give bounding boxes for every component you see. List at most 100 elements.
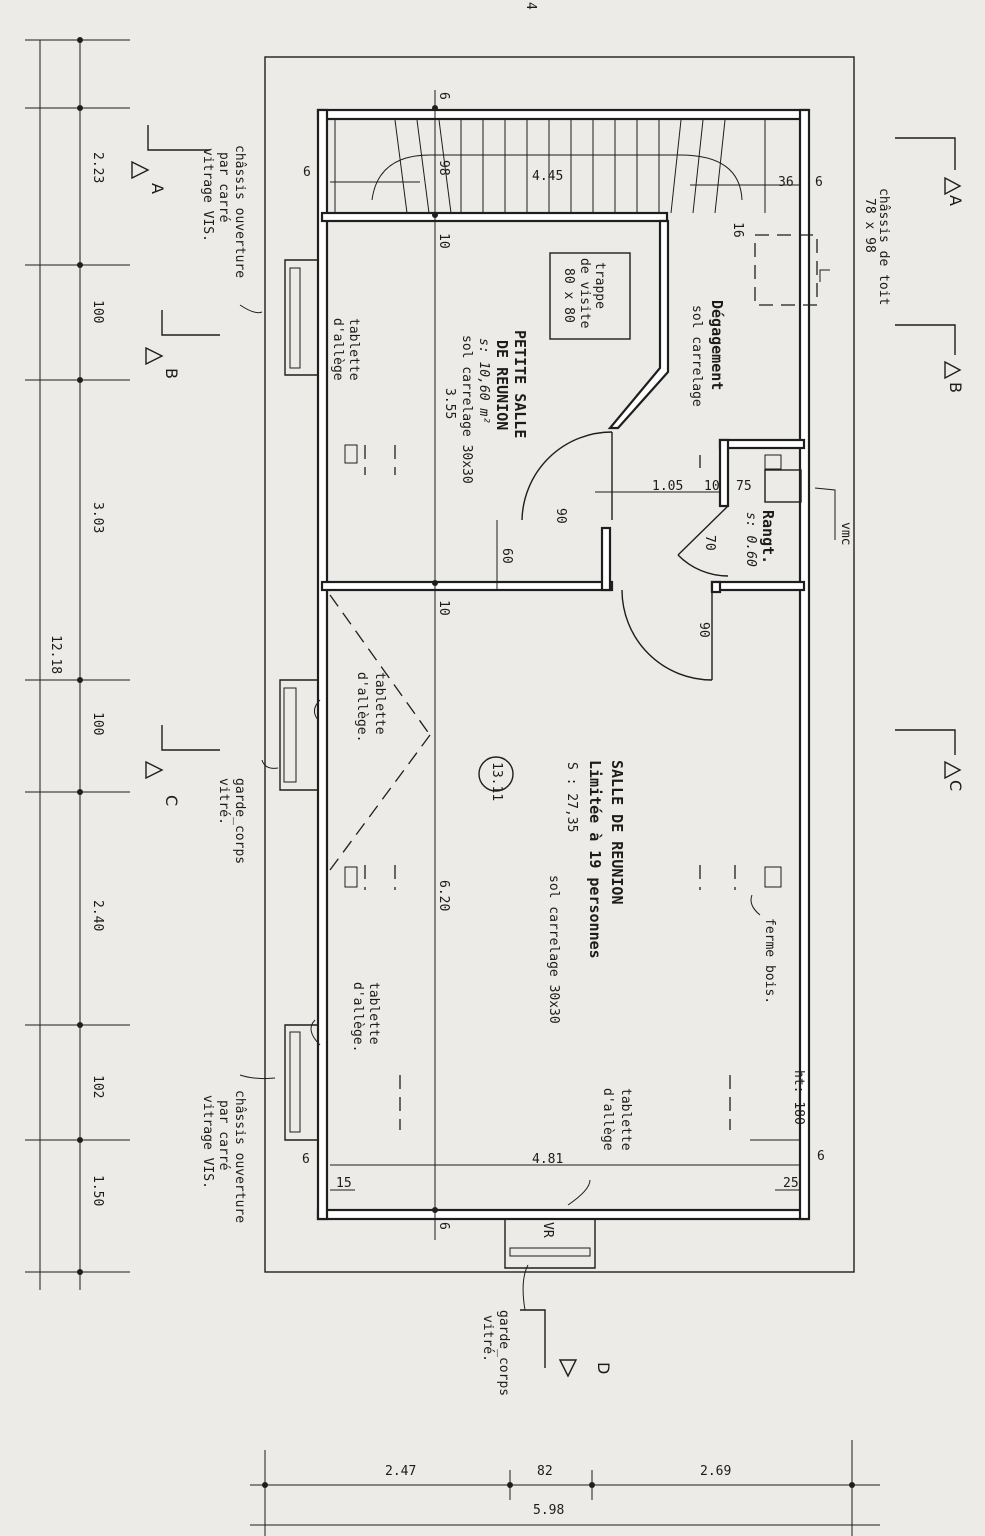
dim-25: 25 bbox=[783, 1176, 799, 1191]
dim-left-7: 1.50 bbox=[90, 1175, 105, 1206]
salle-name: SALLE DE REUNION bbox=[608, 760, 626, 905]
petite-salle-height: 3.55 bbox=[442, 388, 457, 419]
chassis-tl-3: vitrage VIS. bbox=[200, 148, 215, 242]
dim-dot bbox=[77, 377, 83, 383]
salle-height: ht: 180 bbox=[791, 1070, 806, 1125]
dim-6a: 6 bbox=[436, 92, 451, 100]
dim-481: 4.81 bbox=[532, 1152, 563, 1167]
edge-number: 4 bbox=[523, 2, 538, 10]
tablette-3b: d'allège. bbox=[350, 982, 365, 1052]
stair-step bbox=[438, 119, 452, 214]
outer-outline bbox=[264, 56, 855, 1273]
exterior-walls bbox=[316, 108, 811, 1221]
vmc-label: vmc bbox=[838, 522, 853, 545]
salle-surface: S : 27,35 bbox=[564, 762, 579, 832]
dim-bottom-total: 5.98 bbox=[533, 1503, 564, 1518]
dim-60: 60 bbox=[499, 548, 514, 564]
dim-bottom-1: 2.47 bbox=[385, 1464, 416, 1479]
dim-left-1: 2.23 bbox=[90, 152, 105, 183]
stair-step bbox=[692, 119, 704, 214]
dim-6e: 6 bbox=[817, 1149, 825, 1164]
truss-lines bbox=[329, 444, 782, 1130]
chassis-tl-1: châssis ouverture bbox=[232, 145, 247, 278]
petite-salle-name-1: PETITE SALLE bbox=[511, 330, 529, 438]
dim-left-4: 100 bbox=[90, 712, 105, 735]
staircase bbox=[334, 119, 766, 214]
dim-10b: 10 bbox=[704, 479, 720, 494]
trappe-3: 80 x 80 bbox=[561, 268, 576, 323]
chassis-bl-2: par carré bbox=[216, 1100, 231, 1171]
left-dimension-chain bbox=[25, 37, 130, 1290]
dim-bottom-2: 82 bbox=[537, 1464, 553, 1479]
dim-10c: 10 bbox=[436, 600, 451, 616]
tablette-4a: tablette bbox=[618, 1088, 633, 1151]
section-c-left: C bbox=[162, 795, 181, 806]
dim-dot bbox=[77, 37, 83, 43]
interior-dim-lines bbox=[330, 90, 800, 1240]
chassis-bl-1: châssis ouverture bbox=[232, 1090, 247, 1223]
bottom-dimension-chain bbox=[250, 1440, 880, 1536]
dim-105: 1.05 bbox=[652, 479, 683, 494]
section-markers bbox=[131, 125, 962, 1378]
chassis-bl-3: vitrage VIS. bbox=[200, 1095, 215, 1189]
tablette-1a: tablette bbox=[346, 318, 361, 381]
stair-step bbox=[714, 119, 726, 214]
salle-limit: Limitée à 19 personnes bbox=[586, 760, 604, 959]
trappe-hatch bbox=[549, 252, 631, 340]
left-windows bbox=[279, 259, 318, 1141]
dim-70: 70 bbox=[702, 535, 717, 551]
section-d: D bbox=[594, 1362, 613, 1374]
dim-6d: 6 bbox=[302, 1152, 310, 1167]
vmc-box bbox=[764, 469, 802, 503]
section-b-left: B bbox=[162, 368, 181, 379]
degagement-floor: sol carrelage bbox=[689, 305, 704, 407]
dim-dot bbox=[77, 789, 83, 795]
dim-75: 75 bbox=[736, 479, 752, 494]
petite-salle-name-2: DE REUNION bbox=[493, 340, 511, 430]
rangement-name: Rangt. bbox=[759, 510, 777, 564]
garde-corps-left-1: garde_corps bbox=[232, 778, 247, 864]
dim-98: 98 bbox=[436, 160, 451, 176]
dim-dot bbox=[77, 1137, 83, 1143]
dim-left-5: 2.40 bbox=[90, 900, 105, 931]
dim-bottom-3: 2.69 bbox=[700, 1464, 731, 1479]
chassis-toit-2: 78 x 98 bbox=[862, 198, 877, 253]
section-a-right: A bbox=[946, 195, 965, 206]
dim-6f: 6 bbox=[436, 1222, 451, 1230]
dim-15: 15 bbox=[336, 1176, 352, 1191]
level-marker bbox=[478, 756, 514, 792]
dim-6b: 6 bbox=[303, 165, 311, 180]
stair-step bbox=[416, 119, 430, 214]
stair-step bbox=[394, 119, 408, 214]
trappe-1: trappe bbox=[592, 262, 607, 309]
garde-corps-left-2: vitré. bbox=[216, 778, 231, 825]
section-b-right: B bbox=[946, 382, 965, 393]
dim-6c: 6 bbox=[815, 175, 823, 190]
tablette-4b: d'allège bbox=[600, 1088, 615, 1151]
dim-16: 16 bbox=[730, 222, 745, 238]
dim-left-3: 3.03 bbox=[90, 502, 105, 533]
dim-left-total: 12.18 bbox=[48, 635, 63, 674]
dim-dot bbox=[77, 1022, 83, 1028]
dim-dot bbox=[77, 105, 83, 111]
chassis-toit-1: châssis de toit bbox=[876, 188, 891, 305]
petite-salle-surface: s: 10,60 m² bbox=[476, 338, 491, 424]
tablette-2a: tablette bbox=[372, 672, 387, 735]
section-a-left: A bbox=[148, 183, 167, 194]
dim-620: 6.20 bbox=[436, 880, 451, 911]
garde-corps-bottom-2: vitré. bbox=[480, 1315, 495, 1362]
stair-step bbox=[670, 119, 682, 214]
garde-corps-bottom-1: garde_corps bbox=[496, 1310, 511, 1396]
plan-labels: PETITE SALLE DE REUNION s: 10,60 m² sol … bbox=[48, 2, 965, 1518]
roof-window bbox=[754, 234, 818, 306]
tablette-1b: d'allège bbox=[330, 318, 345, 381]
dim-left-2: 100 bbox=[90, 300, 105, 323]
salle-floor: sol carrelage 30x30 bbox=[546, 875, 561, 1024]
dim-36: 36 bbox=[778, 175, 794, 190]
dim-90a: 90 bbox=[553, 508, 568, 524]
tablette-2b: d'allège. bbox=[354, 672, 369, 742]
dim-dot bbox=[77, 677, 83, 683]
dim-10a: 10 bbox=[436, 233, 451, 249]
dim-dot bbox=[77, 262, 83, 268]
